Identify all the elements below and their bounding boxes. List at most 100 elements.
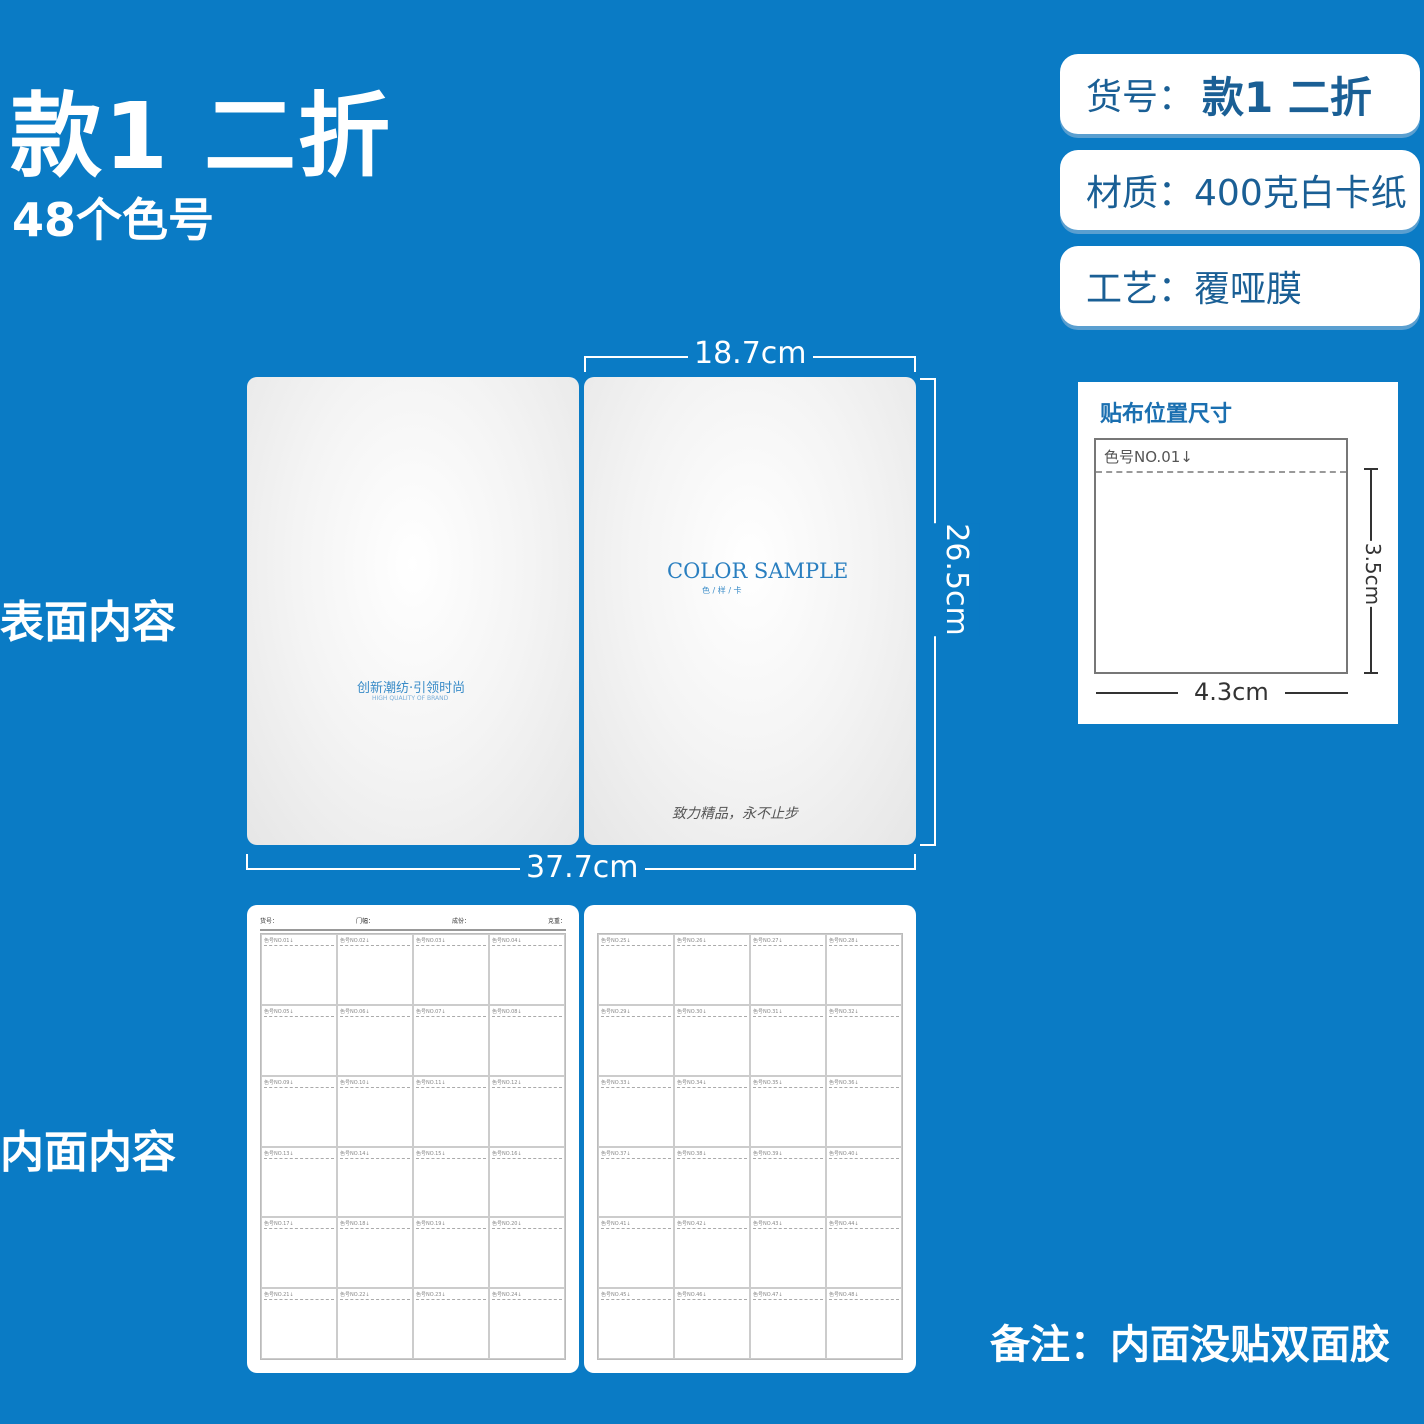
swatch-label: 色号NO.39↓ <box>753 1150 823 1159</box>
swatch-cell: 色号NO.35↓ <box>750 1075 826 1147</box>
swatch-cell: 色号NO.01↓ <box>261 934 337 1005</box>
swatch-cell: 色号NO.20↓ <box>489 1217 565 1289</box>
swatch-label: 色号NO.47↓ <box>753 1291 823 1301</box>
swatch-grid-left: 色号NO.01↓色号NO.02↓色号NO.03↓色号NO.04↓色号NO.05↓… <box>260 933 566 1360</box>
swatch-cell: 色号NO.27↓ <box>750 934 826 1005</box>
swatch-label: 色号NO.37↓ <box>601 1150 671 1159</box>
swatch-label: 色号NO.02↓ <box>340 937 410 946</box>
swatch-label: 色号NO.11↓ <box>416 1079 486 1088</box>
swatch-cell: 色号NO.42↓ <box>674 1217 750 1289</box>
swatch-cell: 色号NO.23↓ <box>413 1288 489 1359</box>
outer-label: 表面内容 <box>0 597 176 648</box>
spec-material: 材质：400克白卡纸 <box>1060 150 1420 230</box>
swatch-label: 色号NO.14↓ <box>340 1150 410 1159</box>
swatch-label: 色号NO.18↓ <box>340 1220 410 1230</box>
sticker-box: 色号NO.01↓ <box>1094 438 1348 674</box>
cover-left: 创新潮纺·引领时尚 HIGH QUALITY OF BRAND <box>247 377 579 845</box>
swatch-cell: 色号NO.45↓ <box>598 1288 674 1359</box>
swatch-cell: 色号NO.33↓ <box>598 1075 674 1147</box>
note: 备注：内面没贴双面胶 <box>990 1322 1390 1368</box>
swatch-label: 色号NO.03↓ <box>416 937 486 946</box>
swatch-label: 色号NO.22↓ <box>340 1291 410 1301</box>
sticker-title: 贴布位置尺寸 <box>1100 402 1233 427</box>
spec-process: 工艺：覆哑膜 <box>1060 246 1420 326</box>
swatch-cell: 色号NO.47↓ <box>750 1288 826 1359</box>
swatch-cell: 色号NO.03↓ <box>413 934 489 1005</box>
swatch-label: 色号NO.13↓ <box>264 1150 334 1159</box>
swatch-label: 色号NO.21↓ <box>264 1291 334 1301</box>
swatch-label: 色号NO.01↓ <box>264 937 334 946</box>
spec-label: 材质： <box>1086 173 1195 214</box>
sticker-width: 4.3cm <box>1178 678 1285 706</box>
swatch-cell: 色号NO.24↓ <box>489 1288 565 1359</box>
swatch-label: 色号NO.26↓ <box>677 937 747 946</box>
swatch-cell: 色号NO.29↓ <box>598 1004 674 1076</box>
swatch-cell: 色号NO.44↓ <box>826 1217 902 1289</box>
swatch-label: 色号NO.31↓ <box>753 1008 823 1017</box>
swatch-cell: 色号NO.34↓ <box>674 1075 750 1147</box>
spec-value: 400克白卡纸 <box>1194 173 1407 214</box>
swatch-label: 色号NO.36↓ <box>829 1079 899 1088</box>
swatch-label: 色号NO.07↓ <box>416 1008 486 1017</box>
swatch-cell: 色号NO.19↓ <box>413 1217 489 1289</box>
swatch-cell: 色号NO.38↓ <box>674 1146 750 1218</box>
swatch-label: 色号NO.08↓ <box>492 1008 562 1017</box>
swatch-label: 色号NO.46↓ <box>677 1291 747 1301</box>
cover-title-cn: 色 / 样 / 卡 <box>702 586 742 595</box>
swatch-cell: 色号NO.41↓ <box>598 1217 674 1289</box>
swatch-cell: 色号NO.14↓ <box>337 1146 413 1218</box>
slogan: 创新潮纺·引领时尚 <box>357 681 466 696</box>
swatch-label: 色号NO.27↓ <box>753 937 823 946</box>
spec-item-number: 货号：款1 二折 <box>1060 54 1420 134</box>
inner-header: 货号： 门幅： 成份： 克重： <box>260 916 566 931</box>
inner-label: 内面内容 <box>0 1127 176 1178</box>
swatch-cell: 色号NO.25↓ <box>598 934 674 1005</box>
header-field: 货号： <box>260 918 279 925</box>
swatch-cell: 色号NO.22↓ <box>337 1288 413 1359</box>
swatch-label: 色号NO.25↓ <box>601 937 671 946</box>
swatch-cell: 色号NO.08↓ <box>489 1004 565 1076</box>
swatch-cell: 色号NO.48↓ <box>826 1288 902 1359</box>
swatch-cell: 色号NO.46↓ <box>674 1288 750 1359</box>
swatch-cell: 色号NO.07↓ <box>413 1004 489 1076</box>
swatch-label: 色号NO.32↓ <box>829 1008 899 1017</box>
swatch-label: 色号NO.35↓ <box>753 1079 823 1088</box>
swatch-cell: 色号NO.43↓ <box>750 1217 826 1289</box>
swatch-cell: 色号NO.32↓ <box>826 1004 902 1076</box>
swatch-label: 色号NO.06↓ <box>340 1008 410 1017</box>
swatch-label: 色号NO.38↓ <box>677 1150 747 1159</box>
swatch-cell: 色号NO.10↓ <box>337 1075 413 1147</box>
swatch-cell: 色号NO.39↓ <box>750 1146 826 1218</box>
swatch-cell: 色号NO.36↓ <box>826 1075 902 1147</box>
spec-label: 货号： <box>1086 77 1195 118</box>
swatch-label: 色号NO.16↓ <box>492 1150 562 1159</box>
swatch-cell: 色号NO.09↓ <box>261 1075 337 1147</box>
swatch-label: 色号NO.44↓ <box>829 1220 899 1230</box>
swatch-label: 色号NO.40↓ <box>829 1150 899 1159</box>
swatch-label: 色号NO.20↓ <box>492 1220 562 1230</box>
swatch-label: 色号NO.30↓ <box>677 1008 747 1017</box>
color-count: 48个色号 <box>12 193 215 247</box>
swatch-label: 色号NO.04↓ <box>492 937 562 946</box>
swatch-label: 色号NO.19↓ <box>416 1220 486 1230</box>
swatch-label: 色号NO.10↓ <box>340 1079 410 1088</box>
swatch-label: 色号NO.24↓ <box>492 1291 562 1301</box>
swatch-cell: 色号NO.02↓ <box>337 934 413 1005</box>
swatch-label: 色号NO.15↓ <box>416 1150 486 1159</box>
height-label: 26.5cm <box>932 523 980 636</box>
swatch-cell: 色号NO.12↓ <box>489 1075 565 1147</box>
swatch-label: 色号NO.48↓ <box>829 1291 899 1301</box>
header-field: 门幅： <box>355 918 374 925</box>
swatch-cell: 色号NO.04↓ <box>489 934 565 1005</box>
full-width-label: 37.7cm <box>520 850 645 885</box>
swatch-cell: 色号NO.26↓ <box>674 934 750 1005</box>
page-title: 款1 二折 <box>10 83 393 190</box>
swatch-cell: 色号NO.18↓ <box>337 1217 413 1289</box>
sticker-label: 色号NO.01↓ <box>1096 440 1346 473</box>
swatch-cell: 色号NO.13↓ <box>261 1146 337 1218</box>
swatch-cell: 色号NO.37↓ <box>598 1146 674 1218</box>
header-field: 成份： <box>451 918 470 925</box>
sticker-size-panel: 贴布位置尺寸 色号NO.01↓ 3.5cm 4.3cm <box>1078 382 1398 724</box>
swatch-label: 色号NO.33↓ <box>601 1079 671 1088</box>
spec-label: 工艺： <box>1086 269 1195 310</box>
